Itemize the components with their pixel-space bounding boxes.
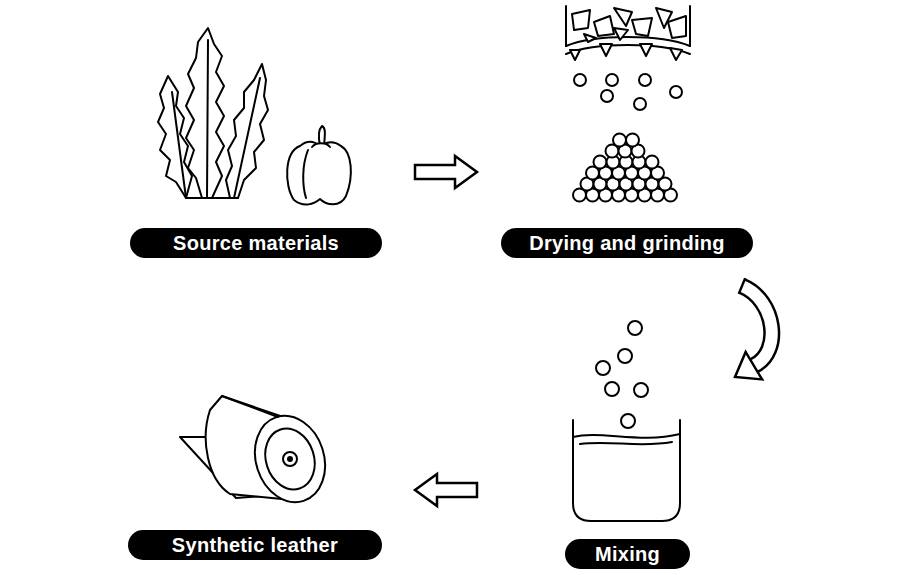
arrow-outline: [415, 156, 477, 188]
label-pill: Drying and grinding: [501, 228, 753, 258]
label-pill: Mixing: [565, 539, 690, 569]
granule: [594, 156, 607, 169]
beaker-illustration: [573, 321, 680, 521]
stage-label: Source materials: [173, 232, 339, 255]
granule: [613, 134, 626, 147]
stage-label: Drying and grinding: [529, 232, 725, 255]
roll-illustration: [180, 396, 336, 511]
granule-pile: [573, 134, 677, 202]
arrow-tail: [739, 278, 745, 294]
label-pill: Source materials: [130, 228, 382, 258]
arrow-head: [735, 352, 762, 379]
stage-node: Drying and grinding: [500, 0, 754, 258]
granule: [646, 156, 659, 169]
label-pill: Synthetic leather: [128, 530, 382, 560]
stage-node: Mixing: [565, 315, 690, 569]
granule: [626, 134, 639, 147]
dryer-illustration: [566, 6, 690, 202]
arrow-outline: [415, 474, 477, 506]
stage-label: Synthetic leather: [172, 534, 338, 557]
stage-node: Source materials: [130, 20, 382, 258]
stage-node: Synthetic leather: [128, 370, 382, 560]
stage-label: Mixing: [595, 543, 660, 566]
flow-arrow: [735, 278, 772, 379]
pepper-illustration: [287, 126, 351, 205]
flow-arrow: [415, 156, 477, 188]
kelp-illustration: [158, 28, 268, 198]
flow-arrow: [415, 474, 477, 506]
